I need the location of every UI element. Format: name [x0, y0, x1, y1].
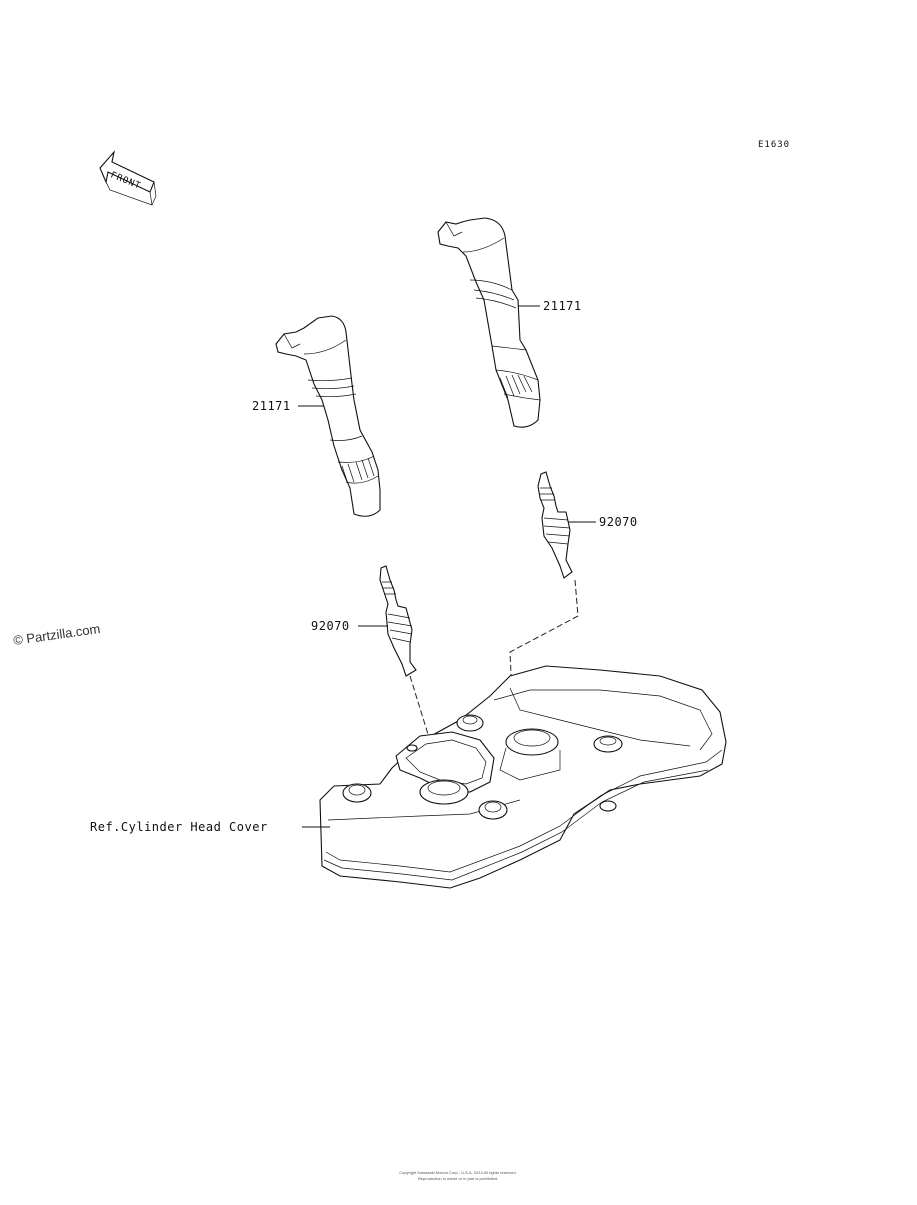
callout-plug-left-label: 92070 — [311, 619, 350, 633]
callout-cover-ref: Ref.Cylinder Head Cover — [90, 820, 330, 834]
spark-plug-right[interactable] — [537, 471, 573, 579]
footer-line-2: Reproduction in whole or in part is proh… — [418, 1176, 498, 1181]
spark-plug-left[interactable] — [379, 565, 417, 677]
watermark: © Partzilla.com — [12, 621, 101, 648]
callout-plug-right-label: 92070 — [599, 515, 638, 529]
callout-plug-right: 92070 — [568, 515, 638, 529]
cylinder-head-cover[interactable] — [319, 665, 727, 889]
ignition-coil-left[interactable] — [275, 315, 381, 517]
diagram-code: E1630 — [758, 140, 790, 150]
callout-cover-ref-label: Ref.Cylinder Head Cover — [90, 820, 268, 834]
callout-coil-right: 21171 — [518, 299, 582, 313]
front-arrow-icon: FRONT — [99, 150, 157, 206]
callout-coil-left-label: 21171 — [252, 399, 291, 413]
callout-plug-left: 92070 — [311, 619, 388, 633]
callout-coil-right-label: 21171 — [543, 299, 582, 313]
callout-coil-left: 21171 — [252, 399, 324, 413]
ignition-coil-right[interactable] — [437, 217, 541, 428]
footer-line-1: Copyright Kawasaki Motors Corp., U.S.A. … — [399, 1170, 516, 1175]
